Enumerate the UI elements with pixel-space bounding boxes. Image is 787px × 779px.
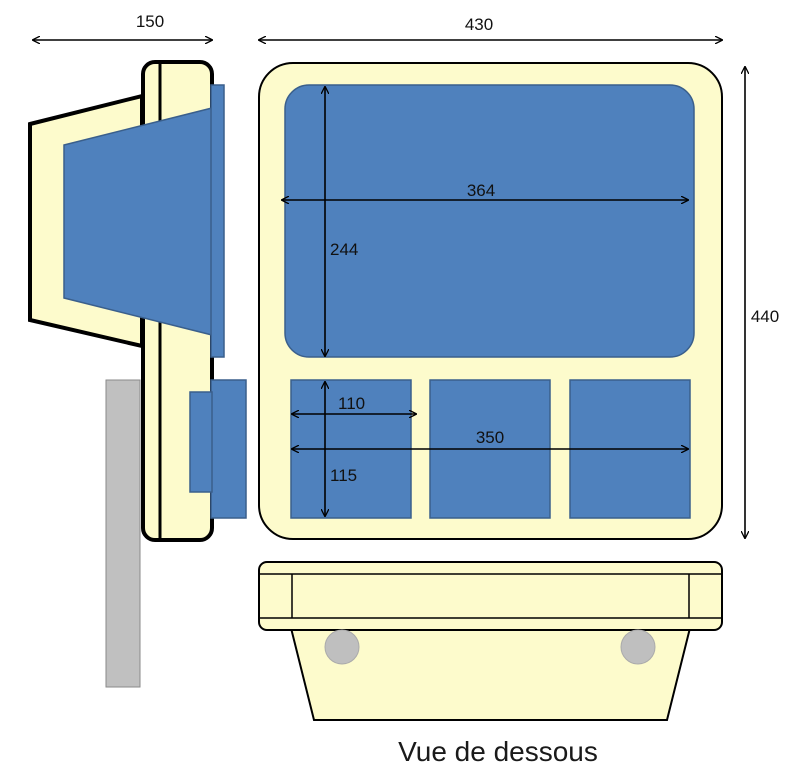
side-view [28, 60, 247, 688]
bottom-wheel-left [324, 629, 360, 665]
bottom-top-band [258, 561, 723, 631]
label-front-height: 440 [751, 307, 779, 326]
side-slot-tab [189, 391, 213, 493]
label-screen-width: 364 [467, 181, 495, 200]
label-side-depth: 150 [136, 12, 164, 31]
label-slot-height: 115 [330, 466, 357, 485]
side-screen-bezel [210, 84, 225, 358]
dimension-labels: 150 430 440 364 244 110 350 115 [136, 12, 779, 485]
side-slot-block [210, 379, 247, 519]
side-screen-profile [63, 107, 213, 336]
label-slot-width: 110 [338, 394, 365, 413]
bottom-view-caption: Vue de dessous [398, 736, 598, 767]
label-screen-height: 244 [330, 240, 358, 259]
front-view [258, 62, 723, 540]
bottom-wheel-right [620, 629, 656, 665]
label-slots-total-width: 350 [476, 428, 504, 447]
label-front-width: 430 [465, 15, 493, 34]
front-screen [284, 84, 695, 358]
mounting-post [105, 379, 141, 688]
bottom-view [258, 561, 723, 721]
dimension-arrows [33, 40, 745, 538]
